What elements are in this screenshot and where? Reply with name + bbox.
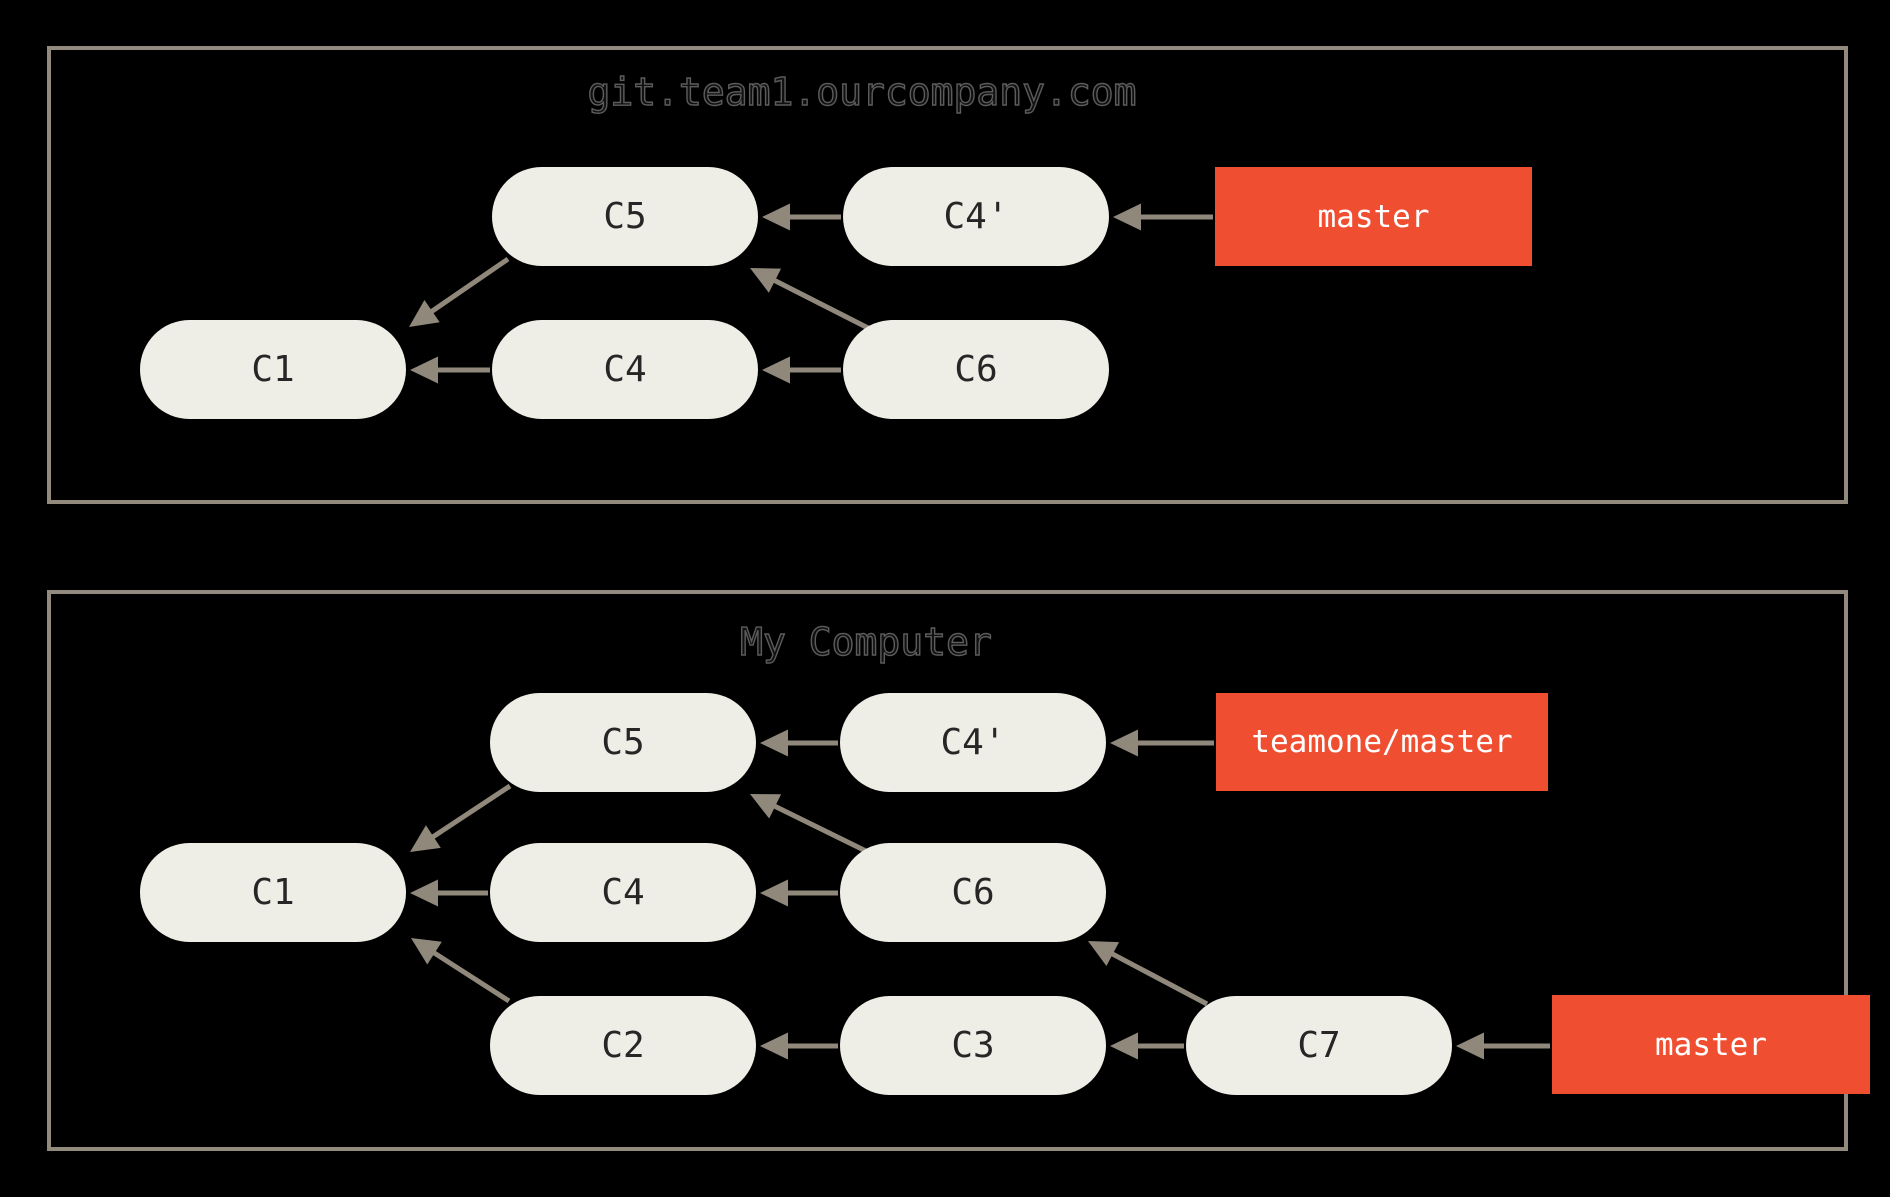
commit-node-remote-server-C6: C6 (843, 320, 1109, 419)
arrow-my-computer-C6-to-C5 (750, 794, 876, 858)
panel-frame-my-computer (47, 590, 1848, 1151)
commit-node-my-computer-C5: C5 (490, 693, 756, 792)
arrow-line (430, 783, 512, 840)
arrow-line (1109, 950, 1209, 1007)
commit-node-my-computer-C4: C4 (490, 843, 756, 942)
arrowhead-icon (1456, 1032, 1484, 1060)
arrowhead-icon (410, 825, 441, 852)
branch-label-my-computer-teamone-master: teamone/master (1216, 693, 1548, 791)
arrowhead-icon (750, 794, 782, 819)
commit-node-my-computer-C2: C2 (490, 996, 756, 1095)
commit-node-my-computer-C6: C6 (840, 843, 1106, 942)
arrow-my-computer-C3-to-C2 (760, 1032, 838, 1060)
arrowhead-icon (410, 879, 438, 907)
commit-node-my-computer-C3: C3 (840, 996, 1106, 1095)
commit-node-remote-server-C4': C4' (843, 167, 1109, 266)
arrow-remote-server-C6-to-C4 (762, 356, 841, 384)
arrow-my-computer-C6-to-C4 (760, 879, 838, 907)
arrowhead-icon (1110, 729, 1138, 757)
arrow-remote-server-master-to-C4' (1113, 203, 1213, 231)
arrow-my-computer-C7-to-C6 (1088, 941, 1209, 1007)
arrowhead-icon (409, 300, 440, 327)
arrow-my-computer-C4-to-C1 (410, 879, 488, 907)
arrowhead-icon (762, 203, 790, 231)
arrow-my-computer-C4'-to-C5 (760, 729, 838, 757)
arrow-remote-server-C6-to-C5 (750, 268, 876, 334)
arrow-line (429, 256, 510, 315)
commit-node-my-computer-C4': C4' (840, 693, 1106, 792)
arrow-my-computer-C7-to-C3 (1110, 1032, 1184, 1060)
branch-label-remote-server-master: master (1215, 167, 1532, 266)
arrow-my-computer-master-to-C7 (1456, 1032, 1550, 1060)
arrowhead-icon (410, 356, 438, 384)
commit-node-my-computer-C1: C1 (140, 843, 406, 942)
commit-node-remote-server-C5: C5 (492, 167, 758, 266)
arrow-my-computer-C5-to-C1 (410, 783, 512, 852)
arrow-remote-server-C5-to-C1 (409, 256, 510, 327)
arrowhead-icon (750, 268, 782, 293)
arrowhead-icon (1110, 1032, 1138, 1060)
branch-label-my-computer-master: master (1552, 995, 1870, 1094)
panel-title-remote-server: git.team1.ourcompany.com (587, 70, 1137, 114)
commit-node-remote-server-C1: C1 (140, 320, 406, 419)
arrowhead-icon (760, 1032, 788, 1060)
commit-node-remote-server-C4: C4 (492, 320, 758, 419)
arrowhead-icon (1113, 203, 1141, 231)
panel-title-my-computer: My Computer (739, 620, 992, 664)
arrowhead-icon (411, 938, 442, 965)
arrow-my-computer-teamone/master-to-C4' (1110, 729, 1214, 757)
arrowhead-icon (762, 356, 790, 384)
arrow-remote-server-C4-to-C1 (410, 356, 490, 384)
arrowhead-icon (760, 879, 788, 907)
panel-frame-remote-server (47, 46, 1848, 504)
arrow-my-computer-C2-to-C1 (411, 938, 511, 1004)
arrow-remote-server-C4'-to-C5 (762, 203, 841, 231)
arrow-line (431, 949, 511, 1004)
arrow-line (772, 803, 876, 858)
commit-node-my-computer-C7: C7 (1186, 996, 1452, 1095)
arrow-line (772, 277, 876, 334)
arrowhead-icon (1088, 941, 1120, 967)
arrowhead-icon (760, 729, 788, 757)
